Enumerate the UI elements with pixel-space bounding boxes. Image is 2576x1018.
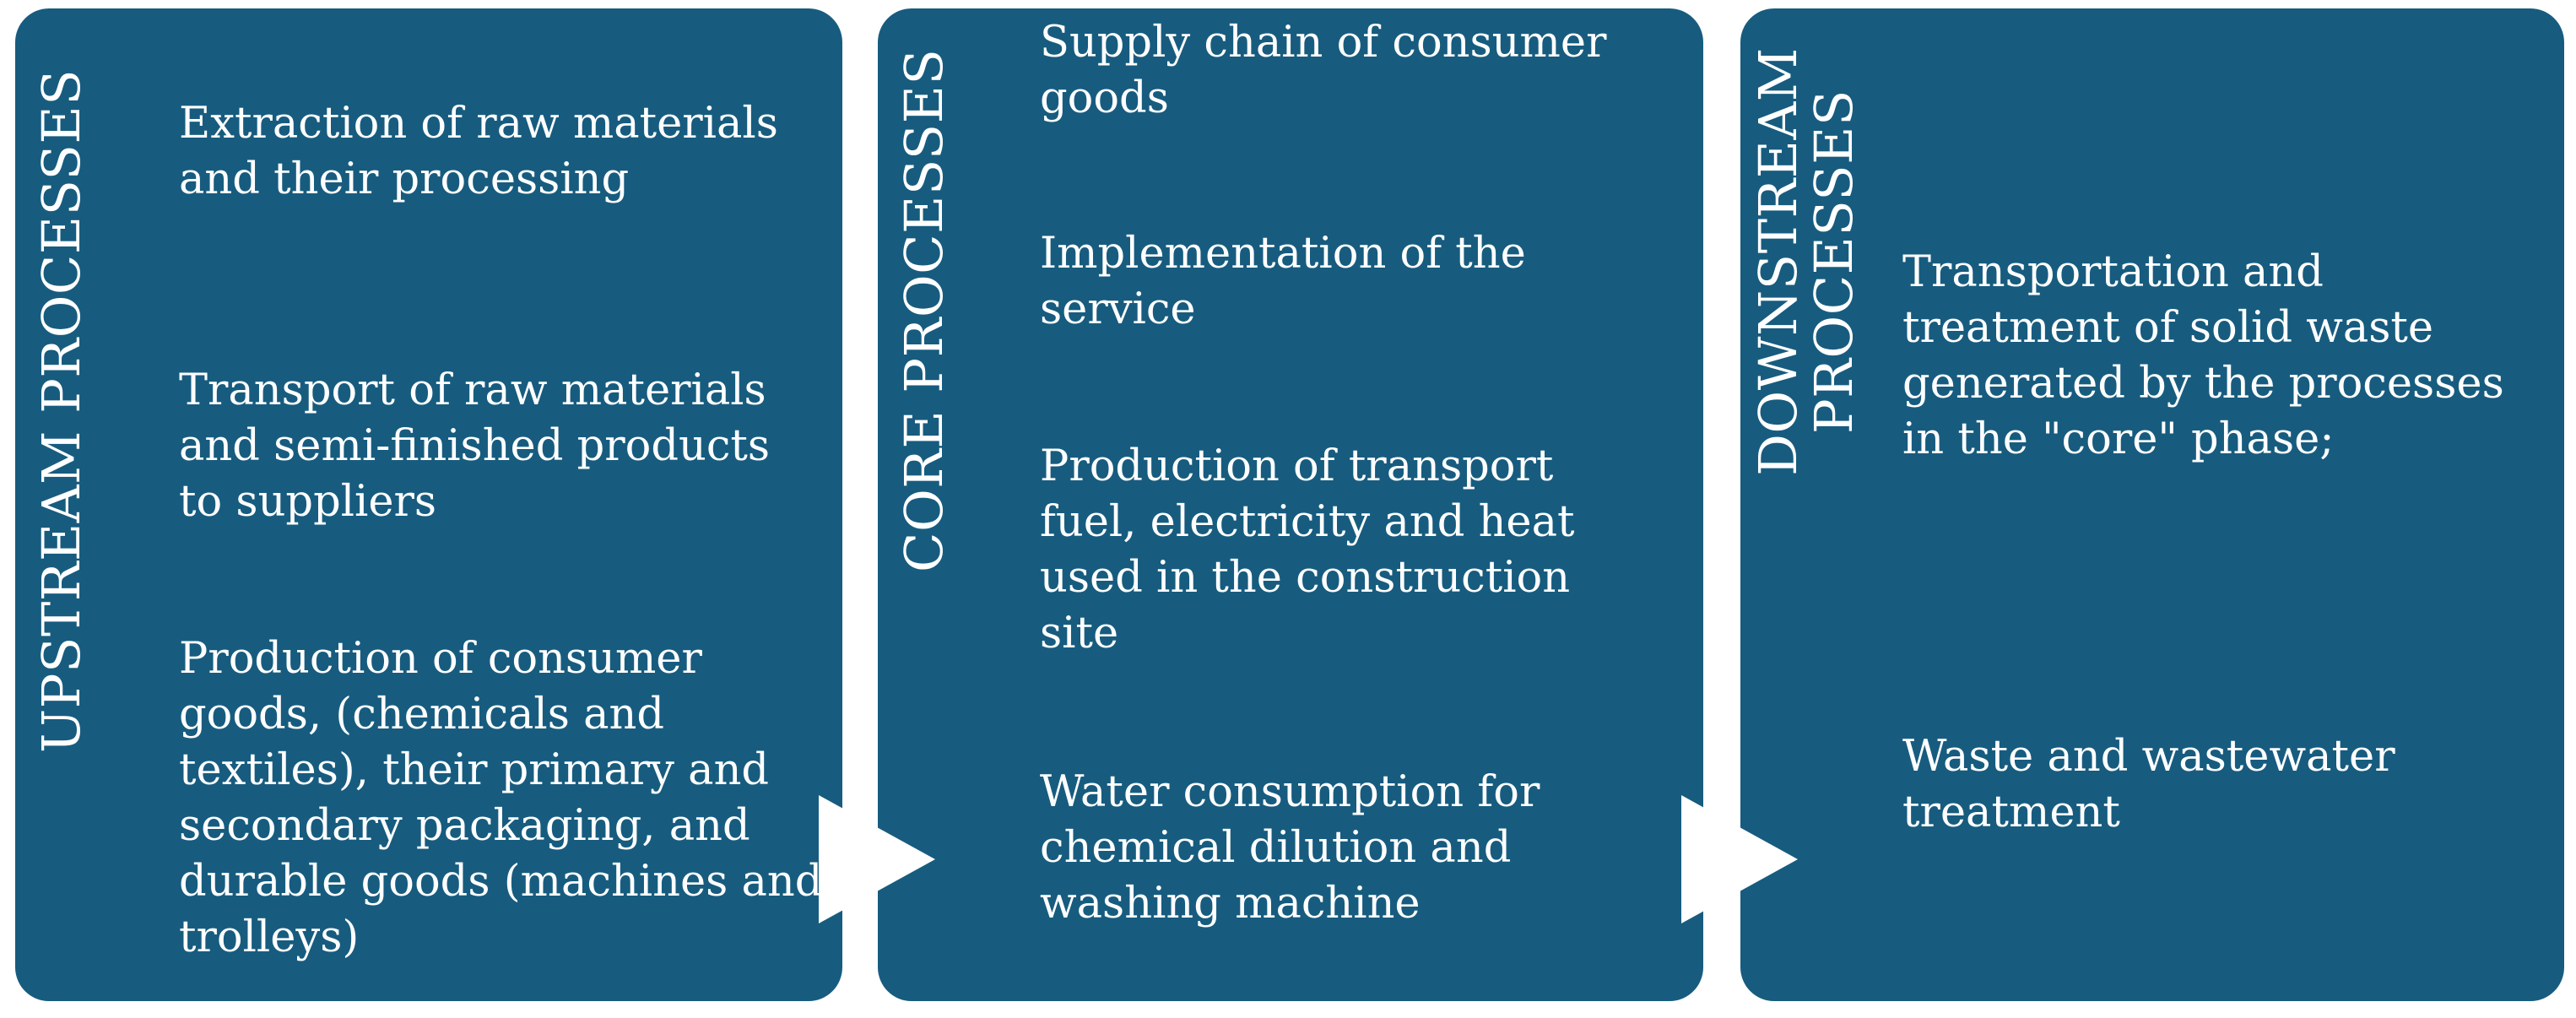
upstream-item-1: Extraction of raw materials and their pr… [179, 99, 778, 204]
downstream-item-1: Transportation and treatment of solid wa… [1902, 247, 2504, 464]
core-item-4: Water consumption for chemical dilution … [1040, 767, 1540, 929]
upstream-panel: UPSTREAM PROCESSES Extraction of raw mat… [15, 8, 842, 1001]
downstream-title: DOWNSTREAM PROCESSES [1747, 47, 1864, 476]
upstream-title: UPSTREAM PROCESSES [30, 68, 92, 753]
core-item-3: Production of transport fuel, electricit… [1040, 441, 1575, 658]
upstream-item-3: Production of consumer goods, (chemicals… [179, 634, 823, 962]
core-item-1: Supply chain of consumer goods [1040, 18, 1607, 123]
flow-arrow-upstream-to-core [819, 795, 935, 923]
downstream-item-2: Waste and wastewater treatment [1902, 732, 2395, 837]
core-panel: CORE PROCESSES Supply chain of consumer … [878, 8, 1703, 1001]
flow-arrow-core-to-downstream [1681, 795, 1798, 923]
core-item-2: Implementation of the service [1040, 229, 1526, 334]
downstream-panel: DOWNSTREAM PROCESSES Transportation and … [1740, 8, 2564, 1001]
core-title: CORE PROCESSES [893, 48, 955, 572]
upstream-item-2: Transport of raw materials and semi-fini… [179, 366, 771, 527]
